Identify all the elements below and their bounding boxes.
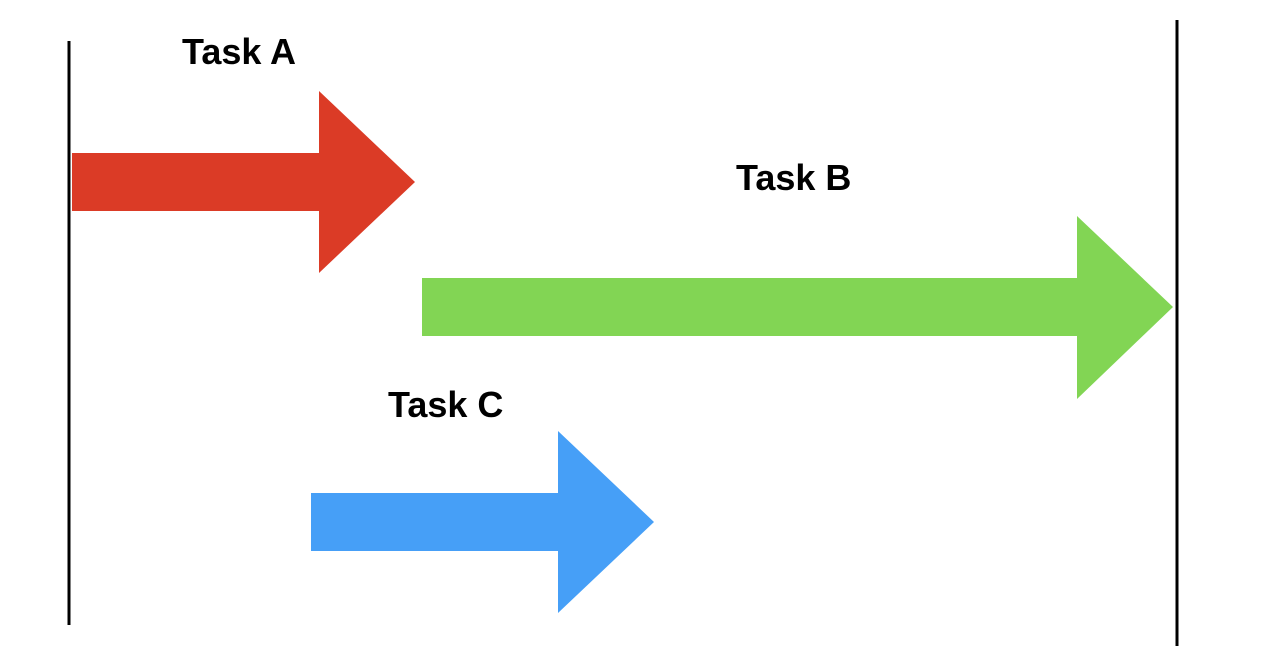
task-b-arrow <box>422 216 1173 399</box>
task-a-arrow <box>72 91 415 273</box>
task-a-label: Task A <box>182 31 297 72</box>
task-b-label: Task B <box>736 157 852 198</box>
task-c-arrow <box>311 431 654 613</box>
task-c-label: Task C <box>388 384 504 425</box>
